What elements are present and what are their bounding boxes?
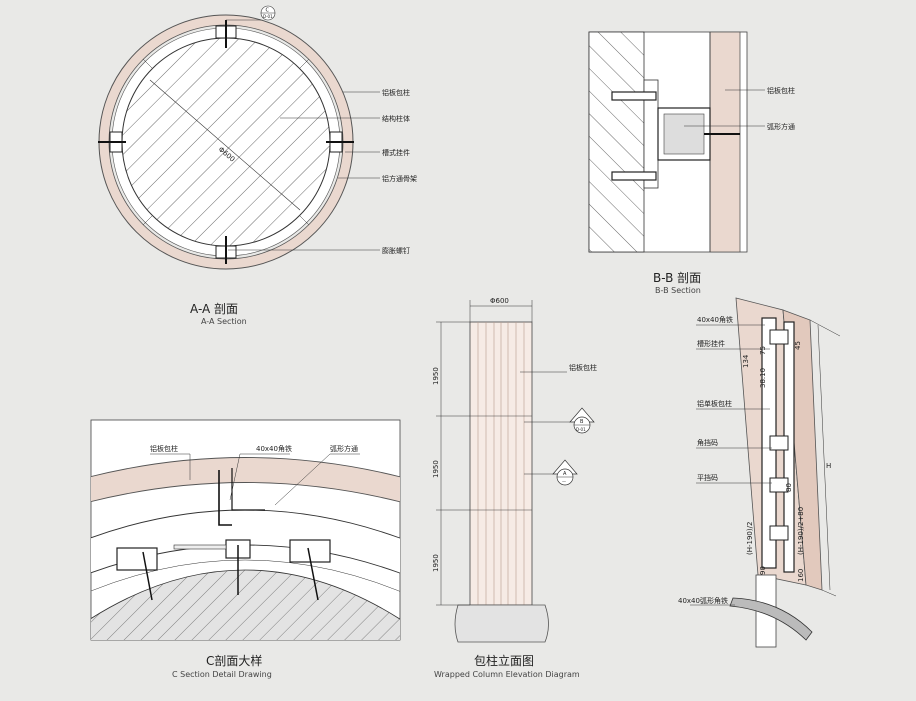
bb-subtitle: B-B Section (655, 286, 701, 295)
c-label-2: 弧形方通 (330, 444, 358, 453)
elev-callout-a-ref: — (562, 479, 566, 484)
iso-dim-6: (H-190)/2+80 (797, 507, 805, 555)
bb-label-1: 弧形方通 (767, 122, 795, 131)
aa-subtitle: A-A Section (201, 317, 247, 326)
aa-label-3: 铝方通骨架 (382, 174, 417, 183)
section-c: 铝板包柱 40x40角铁 弧形方通 C剖面大样 C Section Detail… (90, 419, 401, 679)
iso-dim-5: (H-190)/2 (746, 522, 754, 555)
elev-callout-a-letter: A (563, 471, 567, 477)
elev-dim-0: 1950 (432, 367, 440, 385)
elev-top-dim: Φ600 (490, 297, 509, 305)
aa-label-4: 膨胀螺钉 (382, 246, 410, 255)
aa-label-1: 结构柱体 (382, 114, 410, 123)
aa-callout-ref: D-01 (263, 14, 273, 19)
aa-label-0: 铝板包柱 (382, 88, 410, 97)
iso-dim-4: H (826, 462, 831, 470)
aa-label-2: 槽式挂件 (382, 148, 410, 157)
iso-dim-0: 134 (742, 354, 750, 368)
iso-dim-7: 90 (759, 566, 767, 575)
aa-callout-letter: C (266, 8, 270, 14)
elev-label: 铝板包柱 (569, 363, 597, 372)
section-aa: Φ600 C D-01 铝板包柱 结构柱体 槽式挂件 铝方通骨架 膨胀螺钉 A-… (98, 5, 417, 326)
iso-detail: 40x40角铁 槽形挂件 铝单板包柱 角挡码 平挡码 40x40弧形角铁 134… (678, 297, 841, 648)
section-bb: 铝板包柱 弧形方通 B-B 剖面 B-B Section (588, 31, 795, 295)
iso-dim-3: 45 (794, 341, 802, 350)
elev-dim-2: 1950 (432, 554, 440, 572)
iso-label-1: 槽形挂件 (697, 339, 725, 348)
c-label-1: 40x40角铁 (256, 444, 292, 453)
iso-label-5: 40x40弧形角铁 (678, 596, 728, 605)
c-title: C剖面大样 (206, 653, 262, 668)
elev-callout-b-ref: D-01 (576, 427, 586, 432)
elev-dim-1: 1950 (432, 460, 440, 478)
iso-label-2: 铝单板包柱 (697, 399, 732, 408)
c-subtitle: C Section Detail Drawing (172, 670, 272, 679)
iso-dim-9: 80 (785, 483, 793, 492)
c-label-0: 铝板包柱 (150, 444, 178, 453)
bb-title: B-B 剖面 (653, 271, 701, 285)
iso-label-0: 40x40角铁 (697, 315, 733, 324)
iso-dim-2: 38.10 (759, 368, 767, 388)
aa-title: A-A 剖面 (190, 302, 238, 316)
iso-label-4: 平挡码 (697, 473, 718, 482)
iso-label-3: 角挡码 (697, 438, 718, 447)
bb-label-0: 铝板包柱 (767, 86, 795, 95)
elev-subtitle: Wrapped Column Elevation Diagram (434, 670, 580, 679)
elevation: Φ600 1950 1950 1950 铝板包柱 (432, 297, 597, 679)
elev-callout-b-letter: B (580, 419, 584, 425)
iso-dim-8: 160 (797, 569, 805, 582)
elev-title: 包柱立面图 (474, 653, 534, 668)
iso-dim-1: 75 (759, 346, 767, 355)
